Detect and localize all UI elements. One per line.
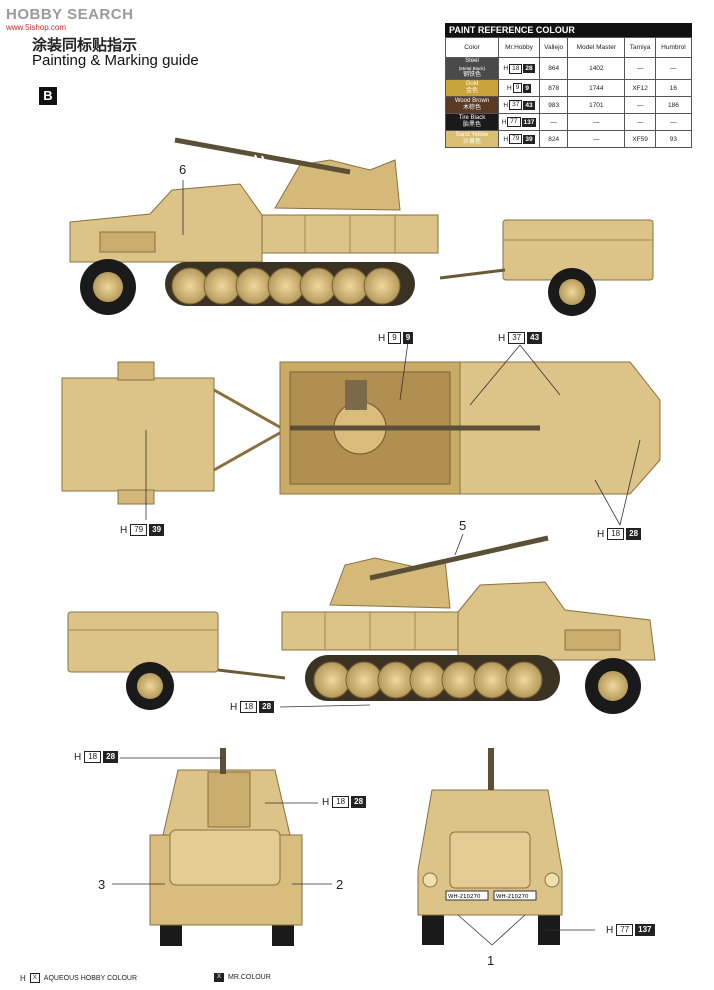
marking-number-5: 5 [459,518,467,533]
top-view [61,361,661,505]
footer-mr: X MR.COLOUR [214,973,271,982]
paint-swatch: Tire Black 胎黑色 [445,113,499,131]
page-title-cn: 涂装同标贴指示 [32,36,138,54]
footer-mr-label: MR.COLOUR [228,974,271,981]
model-master-cell: — [567,130,626,148]
paint-table-title: PAINT REFERENCE COLOUR [445,23,692,37]
side-view-left [69,137,654,316]
paint-swatch: Wood Brown 木棕色 [445,96,499,114]
road-wheel [299,267,337,305]
watermark-logo: HOBBY SEARCH [6,6,134,23]
plate-left: WH-210270 [448,894,481,900]
road-wheel [235,267,273,305]
page-title-en: Painting & Marking guide [32,52,199,69]
road-wheel [377,661,415,699]
section-label: B [39,87,57,105]
footer-aqueous-label: AQUEOUS HOBBY COLOUR [43,974,138,982]
footer-aqueous-key: X [29,973,40,983]
leader-lines [112,180,641,946]
road-wheel [473,661,511,699]
road-wheel [203,267,241,305]
plate-right: WH-210270 [496,894,529,900]
road-wheel [409,661,447,699]
road-wheel [441,661,479,699]
road-wheel [345,661,383,699]
paint-swatch: Gold 金色 [445,79,499,97]
side-view-right [67,535,656,714]
humbrol-cell: 93 [654,130,693,148]
vallejo-cell: 824 [538,130,569,148]
road-wheel [267,267,305,305]
marking-number-1: 1 [487,953,495,968]
paint-swatch: Steel (Metal Black) 钢铁色 [445,57,499,80]
vallejo-cell: 878 [538,79,569,97]
paint-table: Color Mr.Hobby Vallejo Model Master Tami… [445,37,693,148]
marking-number-2: 2 [336,877,344,892]
footer-h: H [20,973,26,983]
road-wheel [313,661,351,699]
road-wheel [331,267,369,305]
marking-number-3: 3 [98,877,106,892]
road-wheel [363,267,401,305]
road-wheel [505,661,543,699]
front-view: WH-210270 WH-210270 [417,748,563,945]
marking-number-6: 6 [179,162,187,177]
watermark-url: www.5ishop.com [6,23,67,32]
road-wheel [171,267,209,305]
footer-mr-key: X [214,973,225,982]
footer-aqueous: H X AQUEOUS HOBBY COLOUR [20,973,137,983]
rear-view [149,748,303,946]
vallejo-cell: 864 [538,57,569,80]
